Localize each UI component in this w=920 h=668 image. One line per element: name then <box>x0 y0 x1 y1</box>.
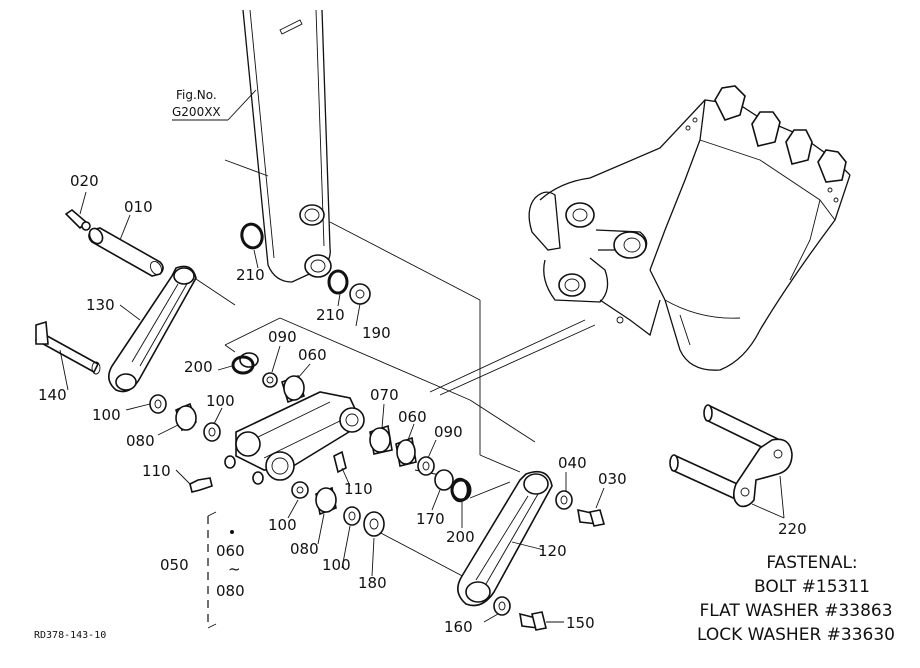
right-small-parts <box>369 424 470 503</box>
bracket-050 <box>207 511 234 629</box>
callout-leaders <box>59 191 785 623</box>
pin-140 <box>34 320 101 375</box>
bucket-drawing <box>528 85 851 371</box>
callout-100: 100 <box>92 406 121 424</box>
callout-190: 190 <box>362 324 391 342</box>
callout-200: 200 <box>446 528 475 546</box>
o-rings <box>231 222 472 502</box>
callout-060: 060 <box>298 346 327 364</box>
callout-020: 020 <box>70 172 99 190</box>
fastenal-lock-washer: LOCK WASHER #33630 <box>697 625 895 645</box>
callout-160: 160 <box>444 618 473 636</box>
callout-100: 100 <box>206 392 235 410</box>
callout-090: 090 <box>268 328 297 346</box>
h-link-050 <box>224 391 365 485</box>
callout-050: 050 <box>160 556 189 574</box>
callout-180: 180 <box>358 574 387 592</box>
callout-170: 170 <box>416 510 445 528</box>
callout-080: 080 <box>126 432 155 450</box>
callout-100: 100 <box>268 516 297 534</box>
bottom-small-parts <box>291 481 385 537</box>
grease-nipple-110 <box>189 450 347 493</box>
fastenal-note: FASTENAL: BOLT #15311 FLAT WASHER #33863… <box>697 553 895 645</box>
leader-lines <box>189 221 596 581</box>
callout-150: 150 <box>566 614 595 632</box>
callout-040: 040 <box>558 454 587 472</box>
callout-100: 100 <box>322 556 351 574</box>
fig-no-value: G200XX <box>172 105 221 119</box>
callout-030: 030 <box>598 470 627 488</box>
pins-220 <box>669 404 793 508</box>
callout-tilde: ~ <box>228 560 241 578</box>
link-130 <box>108 265 197 393</box>
callout-labels: 020 010 130 140 100 080 100 110 210 210 … <box>38 172 807 636</box>
callout-080: 080 <box>290 540 319 558</box>
bolt-030 <box>555 490 606 527</box>
callout-210: 210 <box>236 266 265 284</box>
fastenal-bolt: BOLT #15311 <box>754 577 870 597</box>
arm-drawing <box>224 9 332 283</box>
doc-code: RD378-143-10 <box>34 630 106 641</box>
callout-110: 110 <box>344 480 373 498</box>
callout-220: 220 <box>778 520 807 538</box>
callout-010: 010 <box>124 198 153 216</box>
callout-130: 130 <box>86 296 115 314</box>
callout-060: 060 <box>398 408 427 426</box>
fig-no-callout: Fig.No. G200XX <box>172 88 257 121</box>
callout-140: 140 <box>38 386 67 404</box>
callout-210: 210 <box>316 306 345 324</box>
callout-110: 110 <box>142 462 171 480</box>
bolt-150 <box>493 596 547 631</box>
callout-070: 070 <box>370 386 399 404</box>
callout-120: 120 <box>538 542 567 560</box>
grease-nipple-020 <box>64 208 91 231</box>
callout-080: 080 <box>216 582 245 600</box>
left-small-parts <box>149 352 305 442</box>
callout-090: 090 <box>434 423 463 441</box>
pin-010 <box>88 227 164 277</box>
callout-060: 060 <box>216 542 245 560</box>
fig-no-label: Fig.No. <box>176 88 217 102</box>
fastenal-heading: FASTENAL: <box>766 553 857 573</box>
fastenal-flat-washer: FLAT WASHER #33863 <box>699 601 892 621</box>
callout-200: 200 <box>184 358 213 376</box>
link-120 <box>457 470 553 607</box>
